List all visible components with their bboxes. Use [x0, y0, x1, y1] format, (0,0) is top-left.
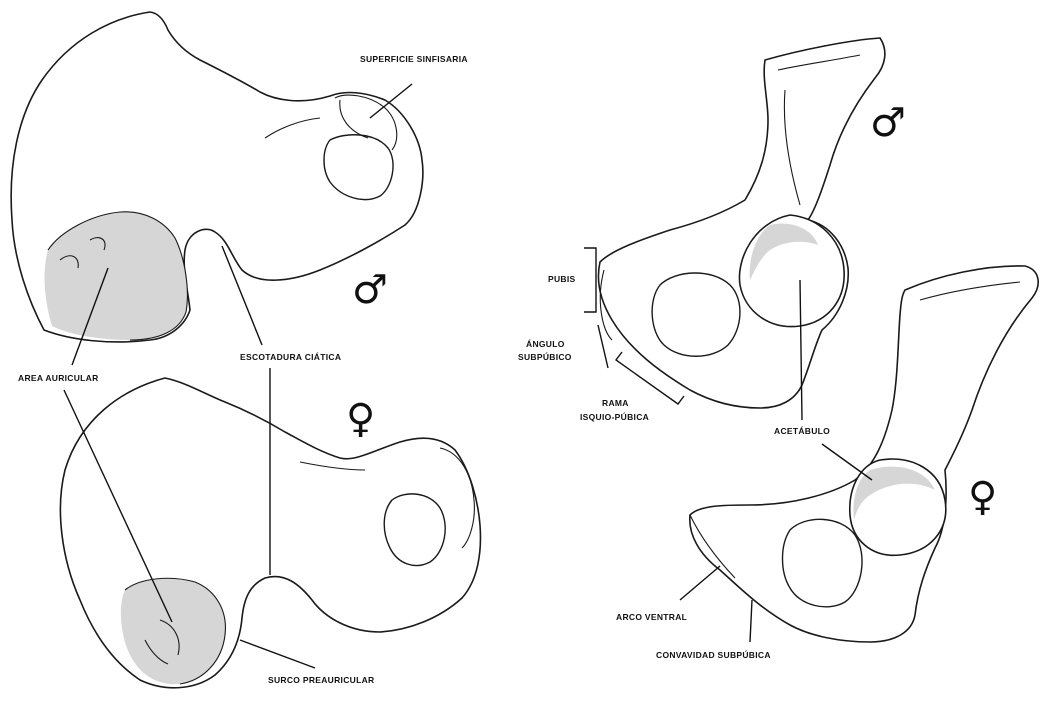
label-convavidad-subpubica: CONVAVIDAD SUBPÚBICA — [656, 649, 771, 660]
male-hipbone-drawing — [599, 38, 885, 408]
leader-acetabulo-female — [822, 444, 872, 480]
female-symbol-right: ♀ — [968, 474, 997, 520]
female-symbol-left: ♀ — [346, 396, 375, 442]
label-angulo-line1: ÁNGULO — [526, 339, 565, 349]
label-surco-preauricular: SURCO PREAURICULAR — [268, 675, 374, 685]
label-area-auricular: AREA AURICULAR — [18, 373, 99, 383]
male-symbol-right: ♂ — [870, 100, 906, 146]
label-rama-line1: RAMA — [602, 398, 629, 408]
label-pubis: PUBIS — [548, 274, 576, 284]
label-superficie-sinfisaria: SUPERFICIE SINFISARIA — [360, 54, 468, 64]
label-angulo-line2: SUBPÚBICO — [518, 351, 572, 362]
leader-arco-ventral — [680, 566, 720, 600]
label-rama-line2: ISQUIO-PÚBICA — [580, 411, 649, 422]
male-symbol-left: ♂ — [352, 267, 388, 313]
label-escotadura-ciatica: ESCOTADURA CIÁTICA — [240, 352, 341, 362]
label-arco-ventral: ARCO VENTRAL — [616, 612, 687, 622]
leader-convavidad-subpubica — [750, 600, 752, 642]
bracket-pubis — [584, 248, 596, 312]
label-acetabulo: ACETÁBULO — [774, 426, 830, 436]
leader-surco-preauricular — [240, 640, 315, 668]
